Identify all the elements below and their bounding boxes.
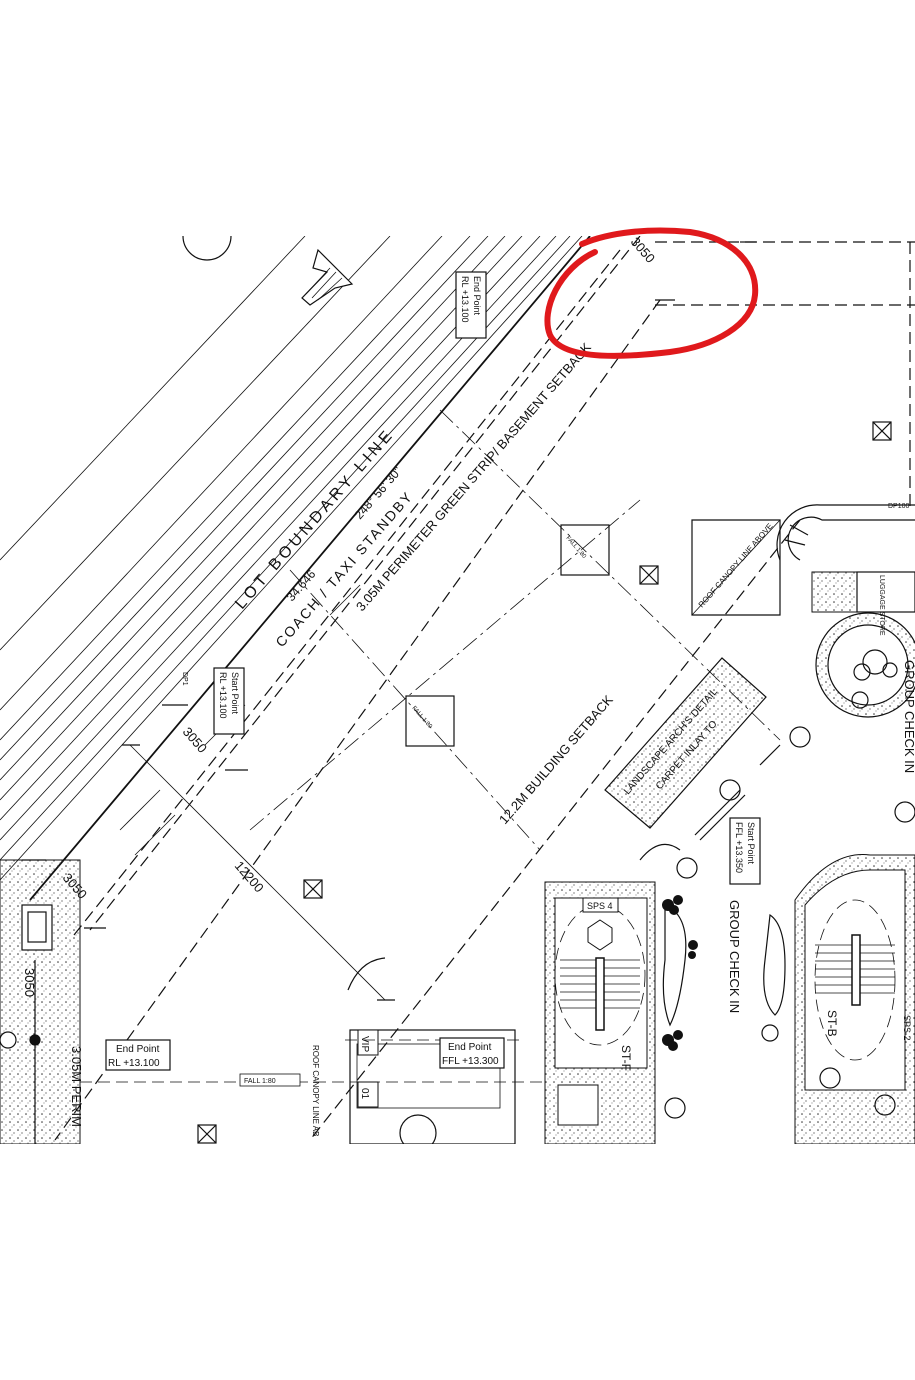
- svg-text:RL +13.100: RL +13.100: [108, 1058, 160, 1069]
- left-planting-strip: [0, 859, 81, 1144]
- perim-bottom-label: 3.05M PERIM: [69, 1046, 84, 1127]
- roof-canopy-box: [691, 519, 781, 616]
- carpet-inlay-area: [604, 657, 767, 829]
- planter-shapes: [639, 843, 786, 1027]
- fall-lines: [249, 409, 781, 851]
- start-point-tag-mid: Start Point FFL +13.350: [729, 817, 761, 885]
- svg-text:Start Point: Start Point: [230, 672, 240, 715]
- site-boundary-top-right: [655, 241, 915, 510]
- stair-b-core: [794, 854, 915, 1144]
- group-checkin-label-2: GROUP CHECK IN: [727, 900, 742, 1013]
- building-setback-line: [309, 519, 801, 1141]
- north-arrow-icon: [301, 248, 354, 306]
- end-point-tag-top: End Point RL +13.100: [455, 271, 487, 339]
- road-lines: [0, 236, 583, 881]
- stair-f-core: [544, 881, 656, 1144]
- svg-text:End Point: End Point: [472, 276, 482, 316]
- svg-text:End Point: End Point: [448, 1042, 492, 1053]
- svg-text:FFL +13.300: FFL +13.300: [442, 1056, 499, 1067]
- vip-label: VIP: [359, 1036, 370, 1052]
- fall-box-1: [560, 524, 610, 576]
- luggage-store-box: [811, 571, 858, 613]
- red-markup-circle: [544, 227, 759, 359]
- svg-text:RL +13.100: RL +13.100: [218, 672, 228, 718]
- dim-3050-bottom: 3050: [22, 968, 37, 997]
- sps2-label: SPS 2: [902, 1015, 912, 1041]
- svg-text:Start Point: Start Point: [746, 822, 756, 865]
- roof-canopy-label-bottom: ROOF CANOPY LINE AB: [311, 1045, 320, 1136]
- spiral-stair: [776, 504, 915, 561]
- svg-text:RL +13.100: RL +13.100: [460, 276, 470, 322]
- room-01-label: 01: [359, 1088, 370, 1100]
- fall-label-2: FALL 1:80: [410, 705, 433, 730]
- dim-3050-mid: 3050: [180, 724, 210, 756]
- svg-text:End Point: End Point: [116, 1044, 160, 1055]
- vip-room: [347, 957, 516, 1144]
- start-point-tag-left: Start Point RL +13.100: [213, 667, 245, 735]
- dp100-label: DP100: [888, 503, 910, 510]
- drain-icons: [197, 421, 892, 1144]
- roof-canopy-label-top: ROOF CANOPY LINE ABOVE: [697, 522, 775, 610]
- end-point-tag-mid: End Point FFL +13.300: [439, 1037, 505, 1069]
- perimeter-strip-lines: [54, 236, 661, 1141]
- left-columns: [0, 904, 53, 1144]
- end-point-tag-left: End Point RL +13.100: [105, 1039, 171, 1071]
- sps4-label: SPS 4: [587, 901, 613, 911]
- dp-left-label: DP1: [181, 672, 188, 686]
- dim-3050-top: 3050: [628, 234, 658, 266]
- dimension-line-12200: [129, 744, 386, 1001]
- fall-box-2: [405, 695, 455, 747]
- planter-arc: [182, 236, 232, 261]
- group-checkin-label-1: GROUP CHECK IN: [902, 660, 915, 773]
- svg-text:FFL +13.350: FFL +13.350: [734, 822, 744, 873]
- stair-f-label: ST-F: [619, 1045, 633, 1071]
- circular-booth: [815, 612, 915, 718]
- fall-label-3: FALL 1:80: [244, 1078, 276, 1085]
- stair-b-label: ST-B: [825, 1010, 839, 1037]
- lot-boundary-line: [29, 236, 591, 901]
- building-setback-label: 12.2M BUILDING SETBACK: [496, 692, 616, 827]
- tree-icons: [662, 895, 698, 1051]
- luggage-store-label: LUGGAGE STORE: [878, 575, 885, 636]
